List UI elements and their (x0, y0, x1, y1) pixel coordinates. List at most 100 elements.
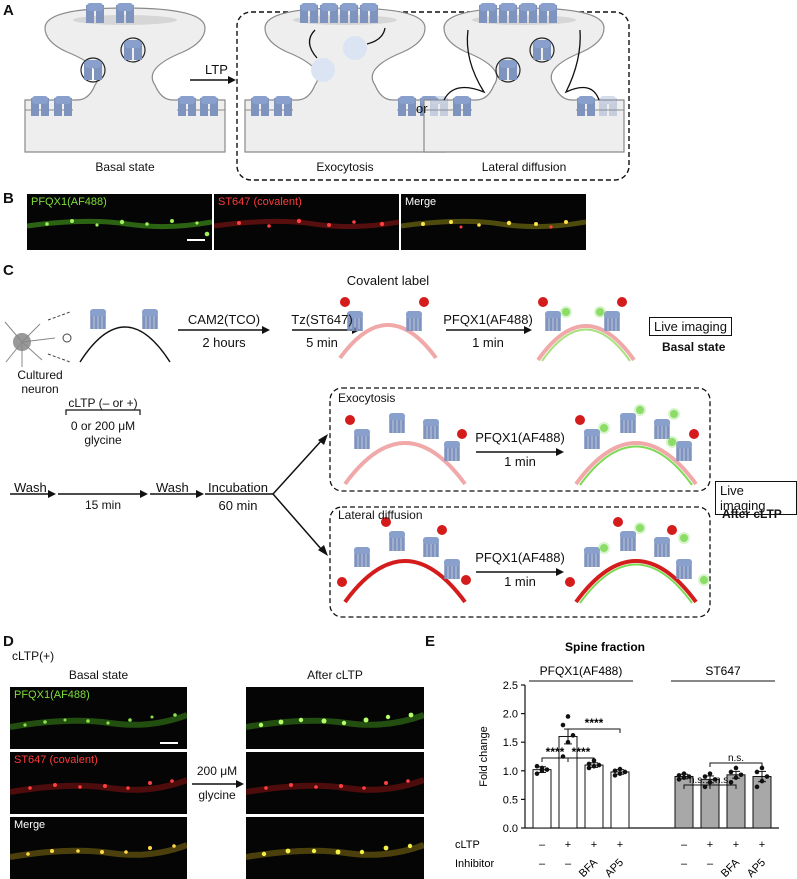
data-point (676, 773, 682, 778)
lat-step-time: 1 min (504, 574, 536, 589)
data-point (560, 722, 566, 728)
significance-label: **** (546, 745, 565, 759)
y-axis-title: Fold change (478, 726, 490, 787)
d-basal-green-label: PFQX1(AF488) (14, 689, 90, 701)
live-imaging-after: Live imaging (715, 481, 797, 515)
data-point (591, 763, 597, 769)
basal-state-caption: Basal state (95, 160, 155, 174)
b-green-label: PFQX1(AF488) (31, 196, 107, 208)
group-name: PFQX1(AF488) (540, 664, 623, 678)
cultured-neuron-label: Cultured neuron (17, 368, 63, 396)
data-point (728, 769, 734, 775)
basal-spine-illustration (24, 1, 226, 153)
d-basal-red-label: ST647 (covalent) (14, 754, 98, 766)
significance-label: n.s. (715, 775, 731, 786)
significance-bracket (567, 757, 595, 762)
y-tick-label: 0.5 (503, 794, 518, 806)
data-point (612, 768, 618, 774)
cltp-value: + (733, 839, 739, 851)
data-point (622, 769, 628, 775)
inhibitor-value: BFA (719, 856, 743, 878)
data-point (565, 739, 571, 745)
y-tick-label: 1.5 (503, 737, 518, 749)
b-merge-label: Merge (405, 196, 437, 208)
cultured-neuron-icon (4, 311, 72, 367)
inhibitor-value: AP5 (603, 857, 626, 878)
row-label-inhibitor: Inhibitor (455, 858, 494, 870)
bar (752, 776, 772, 829)
step2-reagent: Tz(ST647) (291, 312, 353, 327)
micrograph-b-merge: Merge (401, 194, 586, 250)
inhibitor-value: – (681, 858, 688, 870)
after-cltp-bold: After cLTP (722, 507, 782, 521)
row-label-cltp: cLTP (455, 839, 480, 851)
cltp-value: + (707, 839, 713, 851)
step1-time: 2 hours (202, 335, 246, 350)
covalent-label-title: Covalent label (346, 273, 430, 288)
cltp-value: + (565, 839, 571, 851)
y-tick-label: 2.5 (503, 680, 518, 692)
y-tick-label: 2.0 (503, 709, 518, 721)
d-arrow-line2: glycine (198, 788, 236, 802)
significance-bracket (567, 728, 621, 733)
step2-time: 5 min (306, 335, 338, 350)
glycine-label: glycine (84, 433, 122, 447)
bar (532, 769, 552, 829)
step3-reagent: PFQX1(AF488) (443, 312, 533, 327)
data-point (681, 771, 687, 776)
data-point (759, 765, 765, 771)
data-point (612, 773, 618, 778)
d-basal-title: Basal state (68, 668, 129, 682)
data-point (534, 763, 540, 769)
step1-reagent: CAM2(TCO) (187, 312, 261, 327)
data-point (702, 784, 708, 790)
significance-bracket (709, 784, 737, 789)
panel-label-b: B (3, 190, 14, 207)
d-after-title: After cLTP (307, 668, 363, 682)
glycine-amount: 0 or 200 μM (70, 419, 136, 433)
data-point (738, 772, 744, 778)
b-red-label: ST647 (covalent) (218, 196, 302, 208)
exocytosis-caption: Exocytosis (316, 160, 374, 174)
incubation-time: 60 min (218, 498, 258, 513)
data-point (764, 774, 770, 779)
lateral-spine-illustration (423, 1, 625, 153)
data-point (617, 771, 623, 776)
significance-label: **** (572, 745, 591, 759)
bar (584, 764, 604, 829)
data-point (544, 767, 550, 772)
inhibitor-value: AP5 (745, 857, 768, 878)
d-basal-merge-label: Merge (14, 819, 46, 831)
lateral-box-title: Lateral diffusion (338, 508, 423, 522)
significance-label: **** (585, 716, 604, 730)
data-point (534, 771, 540, 776)
or-label: or (416, 101, 428, 116)
micrograph-d-basal-merge: Merge (10, 817, 187, 879)
micrograph-d-after-merge (246, 817, 424, 879)
wash-1: Wash (14, 480, 47, 495)
wash-2: Wash (156, 480, 189, 495)
cltp-value: – (539, 839, 546, 851)
data-point (617, 766, 623, 772)
lat-step-reagent: PFQX1(AF488) (475, 550, 565, 565)
micrograph-d-after-green (246, 687, 424, 749)
exo-step-time: 1 min (504, 454, 536, 469)
micrograph-b-red: ST647 (covalent) (214, 194, 399, 250)
glycine-time: 15 min (84, 498, 122, 512)
step3-time: 1 min (472, 335, 504, 350)
data-point (586, 765, 592, 771)
y-tick-label: 1.0 (503, 766, 518, 778)
d-arrow-line1: 200 μM (196, 764, 238, 778)
micrograph-b-green: PFQX1(AF488) (27, 194, 212, 250)
cltp-bracket-label: cLTP (– or +) (68, 396, 138, 410)
micrograph-d-basal-red: ST647 (covalent) (10, 752, 187, 814)
panel-label-c: C (3, 262, 14, 279)
data-point (702, 774, 708, 779)
data-point (733, 765, 739, 771)
panel-c-diagram (4, 297, 711, 618)
d-arrow (192, 780, 244, 788)
d-condition-label: cLTP(+) (12, 649, 55, 663)
group-name: ST647 (705, 664, 741, 678)
live-imaging-basal: Live imaging (649, 317, 732, 336)
exocytosis-box-title: Exocytosis (338, 391, 396, 405)
